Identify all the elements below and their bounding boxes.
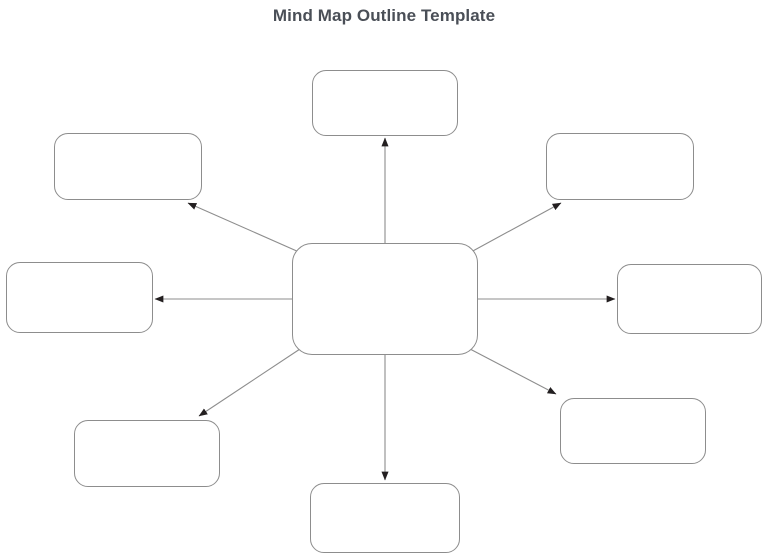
node-branch-right[interactable] <box>617 264 762 334</box>
connector-top-right <box>470 202 562 253</box>
node-branch-bottom-left[interactable] <box>74 420 220 487</box>
node-branch-top-right[interactable] <box>546 133 694 200</box>
node-branch-top[interactable] <box>312 70 458 136</box>
connector-layer <box>154 137 616 481</box>
connector-bottom-right <box>469 348 557 395</box>
connector-bottom-left <box>198 348 301 417</box>
node-branch-bottom[interactable] <box>310 483 460 553</box>
node-branch-left[interactable] <box>6 262 153 333</box>
node-branch-top-left[interactable] <box>54 133 202 200</box>
connector-top-left <box>187 202 300 253</box>
node-branch-bottom-right[interactable] <box>560 398 706 464</box>
page-title: Mind Map Outline Template <box>272 6 496 25</box>
central-node[interactable] <box>292 243 478 355</box>
